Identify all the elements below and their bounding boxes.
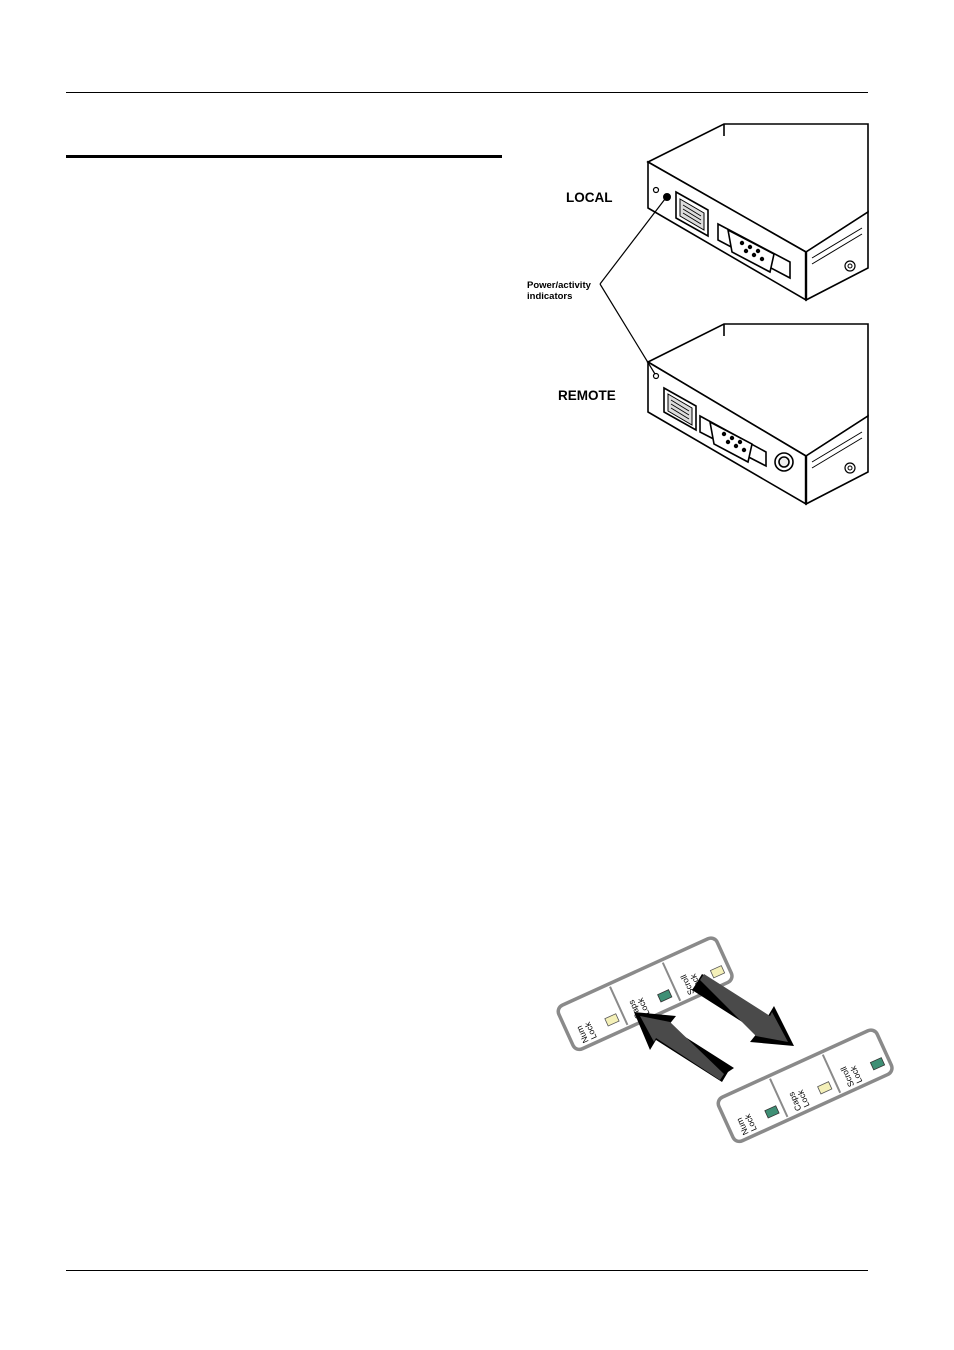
- indicator-label-line2: indicators: [527, 291, 572, 302]
- keyboard-panel-right: Num Lock Caps Lock Scroll Lock: [716, 1028, 894, 1144]
- local-unit-illustration: [648, 124, 868, 300]
- local-label: LOCAL: [566, 190, 613, 205]
- arrow-left-up-icon: [634, 1012, 734, 1082]
- arrow-right-down-icon: [692, 974, 794, 1046]
- indicator-label-line1: Power/activity: [527, 280, 592, 291]
- indicator-leader-lines: [600, 199, 665, 374]
- remote-label: REMOTE: [558, 388, 616, 403]
- remote-unit-illustration: [648, 324, 868, 504]
